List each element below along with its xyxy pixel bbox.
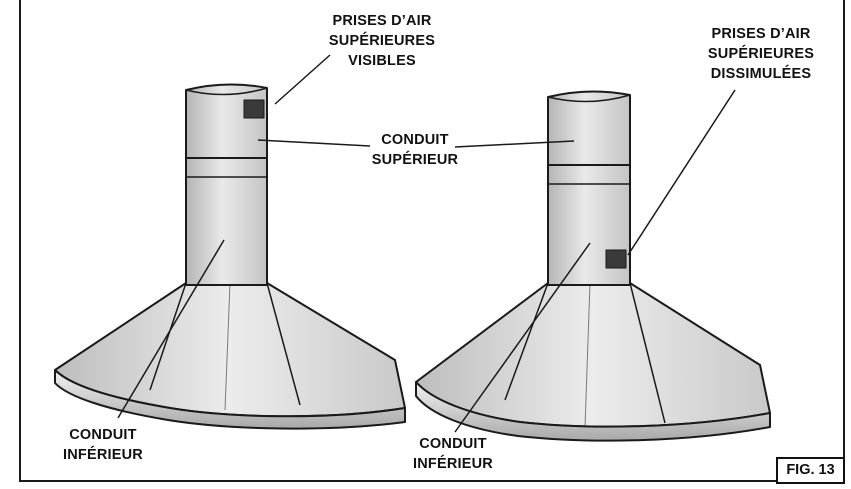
label-line: INFÉRIEUR [413,456,493,472]
label-visible-top-air-vents: PRISES D’AIR SUPÉRIEURES VISIBLES [312,11,452,71]
leader-lower-right [454,242,591,433]
left-range-hood [54,83,406,430]
right-hidden-vent [605,249,627,269]
label-line: CONDUIT [381,132,449,148]
figure-number-label: FIG. 13 [776,457,845,484]
label-line: SUPÉRIEURES [328,33,436,49]
leader-lines [117,54,736,433]
leader-top-hidden [627,89,736,256]
label-line: INFÉRIEUR [63,447,143,463]
leader-top-visible [274,54,331,105]
label-line: SUPÉRIEURES [707,46,815,62]
label-lower-duct-right: CONDUIT INFÉRIEUR [398,434,508,474]
leader-upper-duct-right [454,140,575,148]
label-line: DISSIMULÉES [710,66,812,82]
label-upper-duct: CONDUIT SUPÉRIEUR [345,130,485,170]
label-line: CONDUIT [419,436,487,452]
label-lower-duct-left: CONDUIT INFÉRIEUR [48,425,158,465]
label-hidden-top-air-vents: PRISES D’AIR SUPÉRIEURES DISSIMULÉES [686,24,836,84]
right-range-hood [415,90,771,442]
left-hood-rim [54,369,406,430]
leader-lower-left [117,239,225,419]
left-upper-duct [185,83,268,159]
leader-upper-duct-left [257,139,371,147]
right-hood-canopy [415,282,771,428]
label-line: VISIBLES [348,53,416,69]
label-line: CONDUIT [69,427,137,443]
left-lower-duct [185,154,268,286]
label-line: PRISES D’AIR [711,26,811,42]
left-upper-vent [243,99,265,119]
label-line: SUPÉRIEUR [371,152,459,168]
right-hood-rim [415,381,771,442]
right-upper-duct [547,90,631,166]
label-line: PRISES D’AIR [332,13,432,29]
